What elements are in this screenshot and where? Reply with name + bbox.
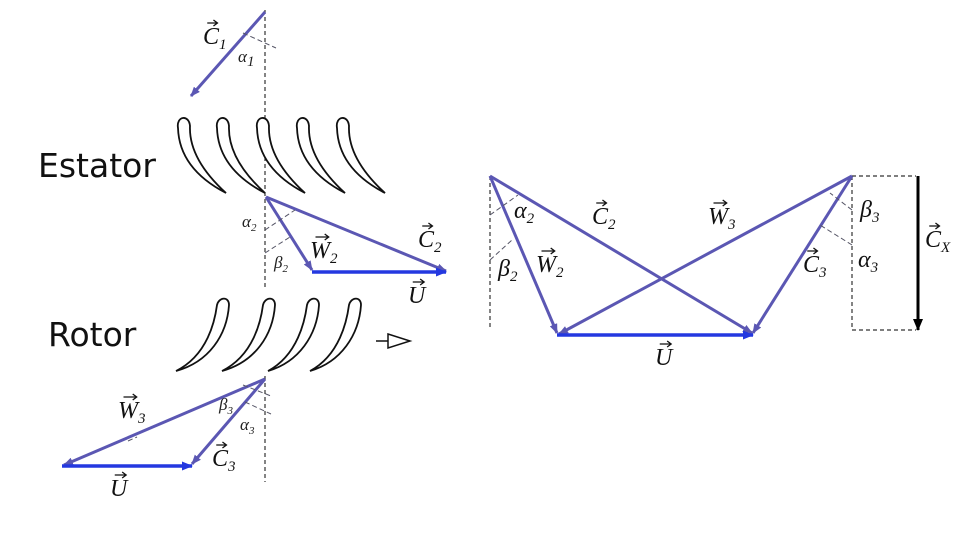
alpha3-label: α3 [240, 415, 255, 437]
u-label: U [110, 476, 129, 502]
combined-w2-vector [488, 175, 559, 334]
c1-label: C1 [203, 24, 227, 53]
vector-arrow-icon [216, 441, 228, 449]
vector-arrow-icon [114, 471, 128, 479]
w3-angle-mark [127, 436, 138, 442]
combined-alpha3-label: α3 [858, 247, 878, 276]
c3-vector [190, 378, 267, 465]
vector-arrow-icon [659, 340, 673, 348]
rotor-blade [309, 297, 362, 372]
c1-vector [189, 11, 267, 97]
rotor-blade [267, 297, 320, 372]
rotor-blade-row [175, 297, 362, 372]
vector-arrow-icon [123, 393, 138, 401]
vector-arrow-icon [315, 233, 330, 241]
combined-w2-label: W2 [536, 252, 564, 281]
stator-blade-row [177, 117, 386, 194]
c2-label: C2 [418, 227, 442, 256]
stator-blade [336, 117, 386, 194]
beta3-angle-mark [242, 384, 272, 397]
stator-blade [216, 117, 266, 194]
stator-blade [256, 117, 306, 194]
combined-alpha2-label: α2 [514, 198, 535, 227]
vector-arrow-icon [713, 199, 728, 207]
c3-label: C3 [212, 446, 236, 475]
vector-arrow-icon [596, 199, 608, 207]
w3-vector [63, 377, 266, 467]
rotation-direction-arrow [376, 332, 413, 350]
w3-label: W3 [118, 398, 146, 427]
combined-c3-vector [751, 175, 854, 334]
vector-arrow-icon [207, 19, 219, 27]
alpha1-angle-mark [242, 32, 277, 49]
alpha1-label: α1 [238, 47, 254, 70]
w2-label: W2 [310, 238, 338, 267]
combined-c2-label: C2 [592, 204, 616, 233]
combined-c2-vector [489, 174, 753, 335]
combined-beta3-mark [829, 192, 853, 211]
alpha3-angle-mark [244, 401, 272, 415]
beta2-angle-mark [264, 236, 291, 254]
w2-vector [264, 196, 314, 271]
alpha2-label: α2 [242, 212, 257, 234]
cx-label: CX [925, 227, 951, 256]
beta2-label: β2 [273, 253, 288, 275]
vector-arrow-icon [422, 222, 434, 230]
rotor-blade [221, 297, 276, 372]
vector-labels: C1 α1 α2 β2 W2 C2 U W3 β3 α3 C3 U α2 C2 … [110, 19, 951, 502]
stator-blade [296, 117, 346, 194]
rotor-title: Rotor [48, 315, 137, 354]
combined-beta2-label: β2 [497, 256, 518, 285]
beta3-label: β3 [218, 395, 233, 417]
c2-vector [265, 195, 447, 273]
combined-u-label: U [655, 345, 674, 371]
vector-arrow-icon [541, 247, 556, 255]
vector-arrow-icon [929, 222, 941, 230]
combined-beta3-label: β3 [859, 197, 879, 226]
combined-c3-label: C3 [803, 252, 827, 281]
stator-title: Estator [38, 146, 156, 185]
combined-alpha3-mark [819, 224, 853, 246]
alpha2-angle-mark [264, 209, 296, 231]
combined-w3-label: W3 [708, 204, 736, 233]
combined-w3-vector [558, 174, 853, 336]
rotor-blade [175, 297, 230, 372]
vector-arrow-icon [807, 247, 819, 255]
stator-blade [177, 117, 227, 194]
combined-beta2-mark [489, 239, 513, 261]
u-label: U [408, 283, 427, 309]
combined-alpha2-mark [489, 194, 519, 216]
vector-arrow-icon [412, 278, 426, 286]
